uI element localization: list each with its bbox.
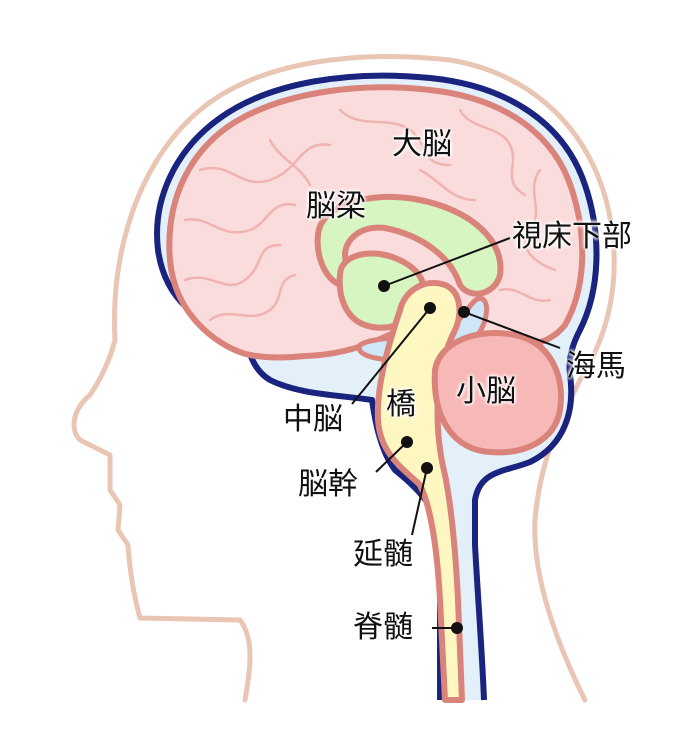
spinal-cord-dot [451,622,463,634]
pointer-lines [351,237,561,629]
cerebellum [431,330,564,456]
label-hippocampus: 海馬 [566,349,626,384]
label-spinal-cord: 脊髄 [353,610,413,645]
medulla-dot [421,462,433,474]
label-brainstem: 脳幹 [298,467,358,502]
thalamus-dot [378,280,390,292]
label-cerebrum: 大脳 [392,127,452,162]
label-cerebellum: 小脳 [456,374,516,409]
brainstem-dot [401,436,413,448]
pointer-dots [378,280,470,634]
midbrain-dot [424,302,436,314]
label-corpus-callosum: 脳梁 [306,189,366,224]
brainstem [374,280,465,703]
label-midbrain: 中脳 [283,402,343,437]
label-pons: 橋 [386,387,416,422]
hippocampus-dot [458,306,470,318]
label-hypothalamus: 視床下部 [512,219,632,254]
gyri-lines [183,108,557,322]
label-medulla: 延髄 [353,537,413,572]
